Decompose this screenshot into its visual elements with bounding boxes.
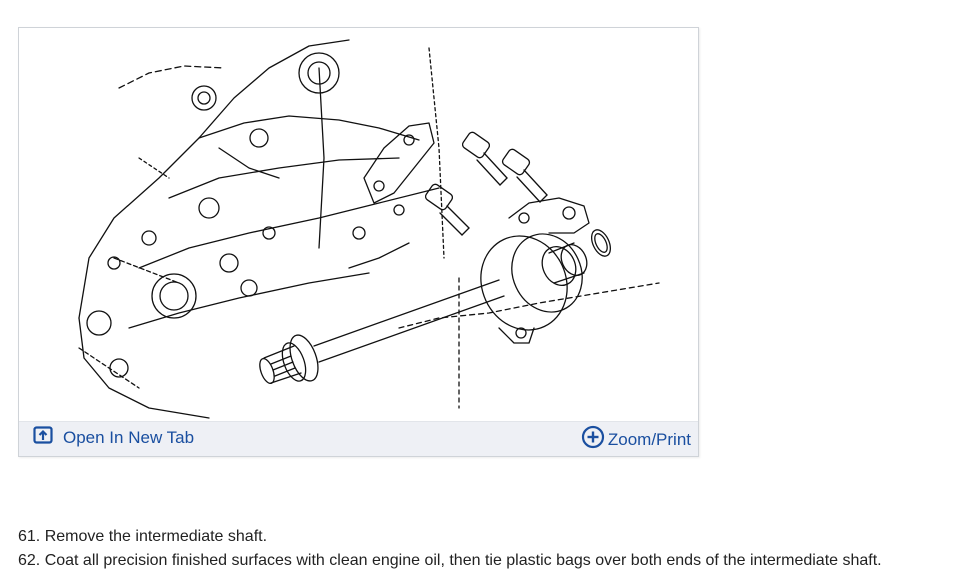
- figure-card: Open In New Tab Zoom/Print: [18, 27, 699, 457]
- figure-toolbar: Open In New Tab Zoom/Print: [19, 421, 698, 456]
- open-in-new-tab-link[interactable]: Open In New Tab: [33, 426, 194, 449]
- open-in-new-tab-icon: [33, 426, 53, 449]
- open-in-new-tab-label: Open In New Tab: [63, 427, 195, 447]
- intermediate-shaft-diagram: [19, 28, 698, 422]
- zoom-print-label: Zoom/Print: [607, 429, 691, 449]
- instruction-steps: 61. Remove the intermediate shaft. 62. C…: [18, 525, 882, 573]
- step-61: 61. Remove the intermediate shaft.: [18, 528, 268, 545]
- step-62: 62. Coat all precision finished surfaces…: [18, 552, 882, 569]
- zoom-plus-icon: [581, 425, 605, 454]
- zoom-print-link[interactable]: Zoom/Print: [581, 425, 691, 454]
